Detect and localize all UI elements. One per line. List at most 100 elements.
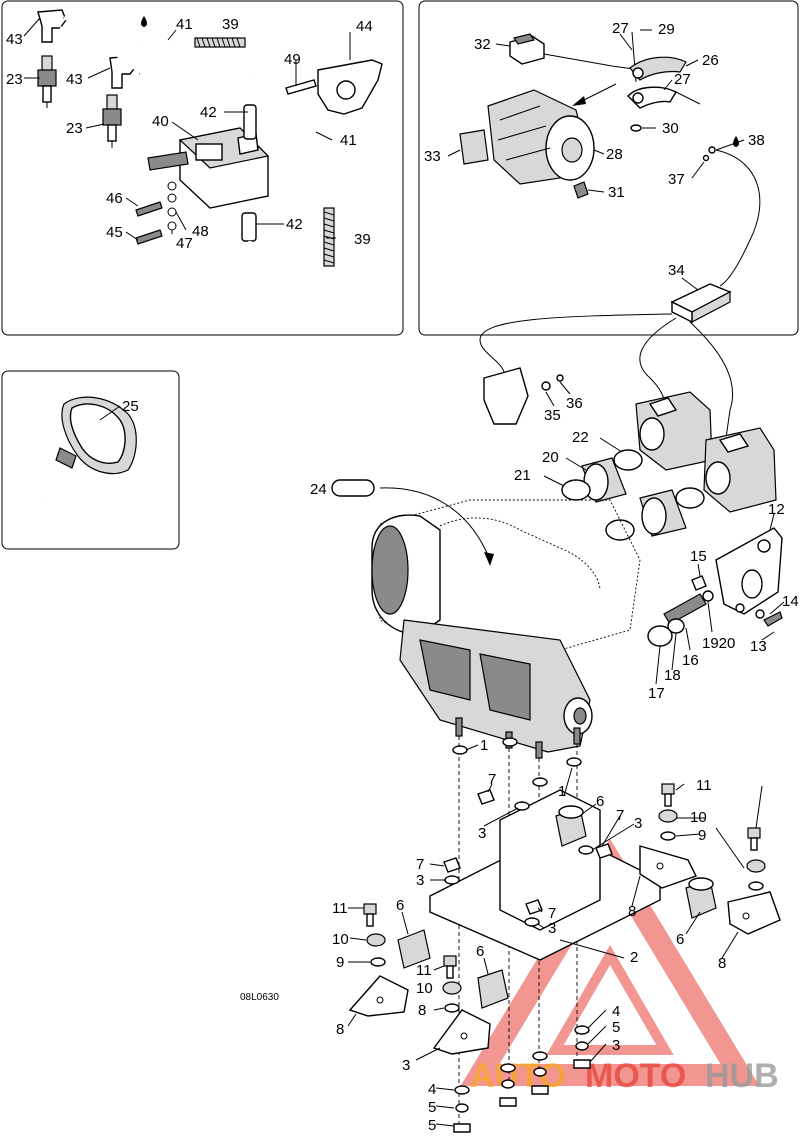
mount-callouts: 1 1 7 6 11 7 3 3 10 9 7 3 8 11 6 7 3 6 1… xyxy=(332,737,726,1116)
callout-8: 8 xyxy=(336,1021,344,1038)
callout-20: 20 xyxy=(542,449,559,466)
callout-14: 14 xyxy=(782,593,799,610)
callout-7: 7 xyxy=(416,856,424,873)
callout-38: 38 xyxy=(748,132,765,149)
callout-4: 5 xyxy=(428,1099,436,1116)
throttle-drawing xyxy=(447,29,761,324)
callout-28: 28 xyxy=(606,146,623,163)
callout-18: 18 xyxy=(664,667,681,684)
callout-6: 6 xyxy=(396,897,404,914)
callout-35: 35 xyxy=(544,407,561,424)
callout-6: 6 xyxy=(596,793,604,810)
cover-callouts: 25 xyxy=(122,398,139,415)
callout-9: 9 xyxy=(698,827,706,844)
drawing-code: 08L0630 xyxy=(240,992,279,1003)
callout-7: 7 xyxy=(488,771,496,788)
callout-8: 3 xyxy=(402,1057,410,1074)
callout-39: 39 xyxy=(354,231,371,248)
callout-23: 23 xyxy=(6,71,23,88)
callout-15: 15 xyxy=(690,548,707,565)
engine-drawing xyxy=(331,313,785,759)
callout-9: 9 xyxy=(336,954,344,971)
callout-25: 25 xyxy=(122,398,139,415)
callout-27: 27 xyxy=(612,20,629,37)
callout-3: 3 xyxy=(634,815,642,832)
callout-32: 32 xyxy=(474,36,491,53)
spring-small xyxy=(194,37,246,48)
callout-29: 29 xyxy=(658,21,675,38)
callout-16: 16 xyxy=(682,652,699,669)
callout-39: 39 xyxy=(222,16,239,33)
callout-3: 4 xyxy=(612,1003,620,1020)
callout-10: 10 xyxy=(332,931,349,948)
callout-5: 3 xyxy=(612,1037,620,1054)
watermark-hub: HUB xyxy=(705,1057,779,1095)
watermark-auto: AUTO xyxy=(470,1057,566,1095)
callout-2: 2 xyxy=(630,949,638,966)
callout-37: 37 xyxy=(668,171,685,188)
callout-49: 49 xyxy=(284,51,301,68)
callout-33: 33 xyxy=(424,148,441,165)
callout-1920: 1920 xyxy=(702,635,735,652)
callout-10: 10 xyxy=(416,980,433,997)
callout-48: 48 xyxy=(192,223,209,240)
callout-8: 8 xyxy=(628,903,636,920)
spring-long xyxy=(323,207,335,267)
callout-31: 31 xyxy=(608,184,625,201)
callout-8: 8 xyxy=(718,955,726,972)
callout-4: 5 xyxy=(612,1019,620,1036)
callout-40: 40 xyxy=(152,113,169,130)
throttle-panel-frame xyxy=(418,0,799,336)
callout-36: 36 xyxy=(566,395,583,412)
watermark-logo xyxy=(460,838,760,1086)
callout-7: 7 xyxy=(616,807,624,824)
callout-34: 34 xyxy=(668,262,685,279)
watermark-text: AUTO MOTO HUB xyxy=(470,1057,779,1095)
ignition-callouts: 43 41 39 44 23 49 43 42 40 23 41 46 48 4… xyxy=(6,16,373,252)
callout-43: 43 xyxy=(66,71,83,88)
callout-46: 46 xyxy=(106,190,123,207)
watermark-moto: MOTO xyxy=(585,1057,686,1095)
cover-panel-frame xyxy=(1,370,180,550)
callout-21: 21 xyxy=(514,467,531,484)
callout-11: 11 xyxy=(696,777,712,794)
callout-7: 7 xyxy=(548,905,556,922)
callout-6: 6 xyxy=(676,931,684,948)
callout-12: 12 xyxy=(768,501,785,518)
callout-11: 11 xyxy=(416,962,432,979)
callout-24: 24 xyxy=(310,481,327,498)
callout-44: 44 xyxy=(356,18,373,35)
callout-11: 11 xyxy=(332,900,348,917)
callout-17: 17 xyxy=(648,685,665,702)
callout-3: 4 xyxy=(428,1081,436,1098)
callout-6: 6 xyxy=(476,943,484,960)
callout-30: 30 xyxy=(662,120,679,137)
ignition-panel-frame xyxy=(1,0,404,336)
throttle-callouts: 32 27 29 26 27 30 28 33 38 37 31 34 xyxy=(424,20,765,279)
ignition-drawing xyxy=(23,9,383,325)
callout-1: 1 xyxy=(480,737,488,754)
callout-1: 1 xyxy=(558,783,566,800)
callout-3: 3 xyxy=(416,872,424,889)
engine-callouts: 35 36 22 20 21 24 12 15 14 1920 13 16 18… xyxy=(310,395,799,702)
callout-27: 27 xyxy=(674,71,691,88)
callout-3: 3 xyxy=(548,920,556,937)
callout-43: 43 xyxy=(6,31,23,48)
callout-9: 8 xyxy=(418,1002,426,1019)
callout-42: 42 xyxy=(200,104,217,121)
callout-47: 47 xyxy=(176,235,193,252)
callout-5-bottom: 5 xyxy=(428,1117,436,1134)
callout-10: 10 xyxy=(690,809,707,826)
callout-22: 22 xyxy=(572,429,589,446)
callout-26: 26 xyxy=(702,52,719,69)
mounts-drawing xyxy=(347,736,781,1133)
callout-3: 3 xyxy=(478,825,486,842)
callout-23: 23 xyxy=(66,120,83,137)
cover-drawing xyxy=(45,396,137,499)
callout-41: 41 xyxy=(176,16,193,33)
callout-41: 41 xyxy=(340,132,357,149)
callout-42: 42 xyxy=(286,216,303,233)
callout-13: 13 xyxy=(750,638,767,655)
callout-45: 45 xyxy=(106,224,123,241)
